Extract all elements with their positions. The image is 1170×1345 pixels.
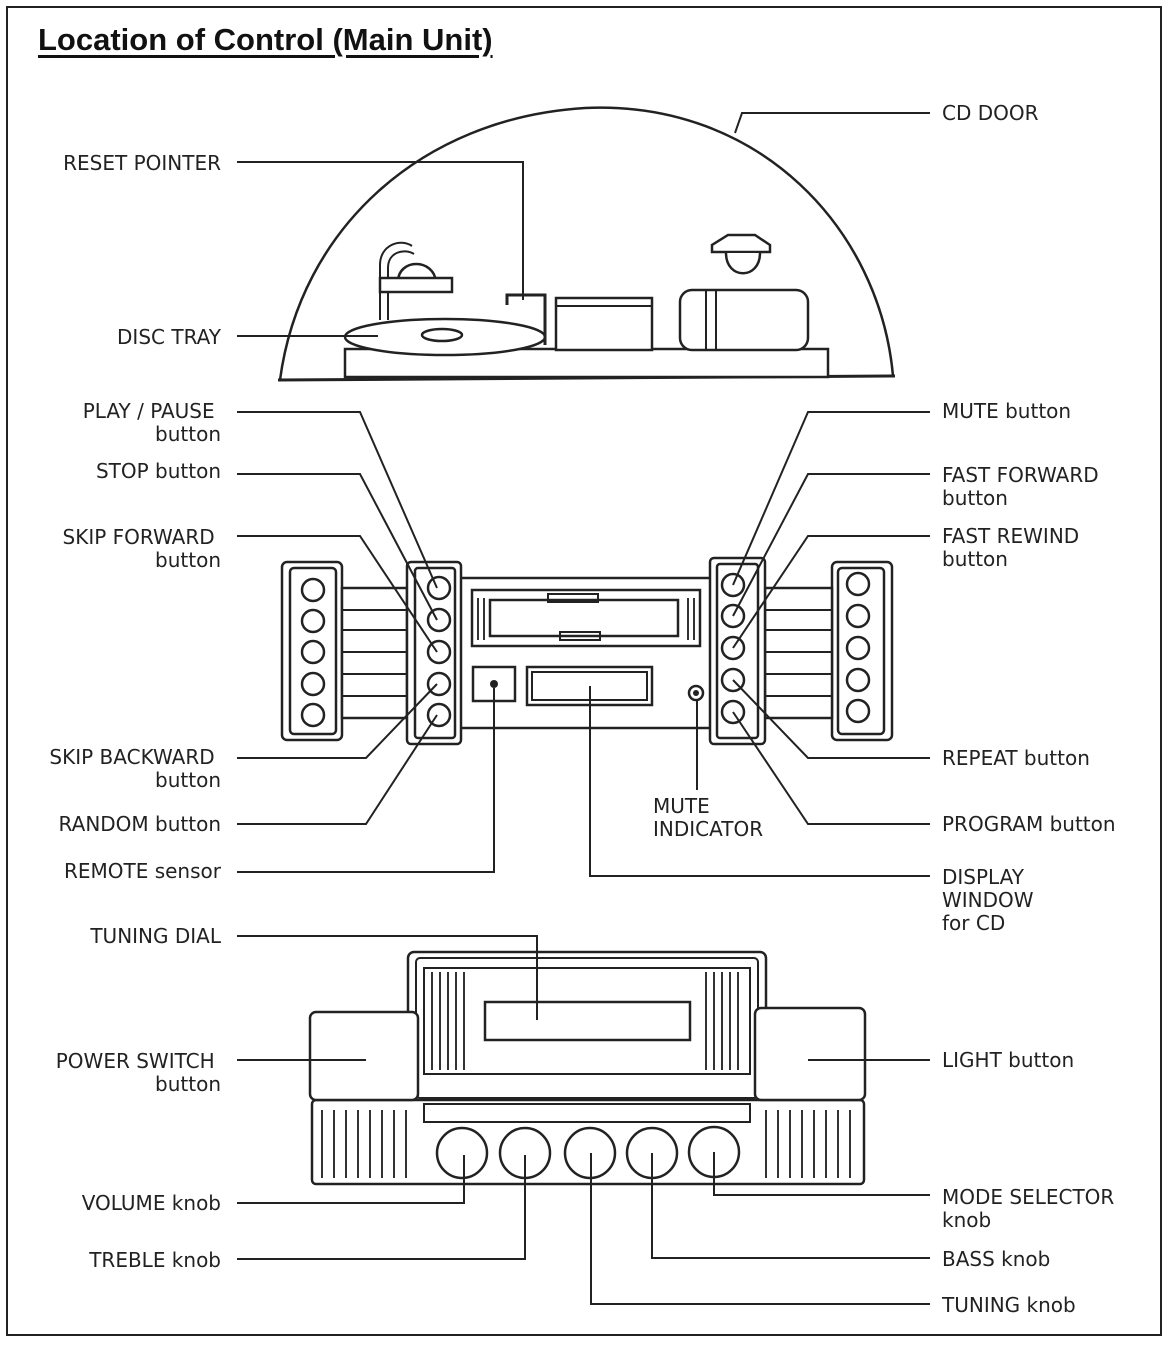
leader-lines (237, 112, 930, 1305)
label-repeat: REPEAT button (942, 746, 1090, 770)
label-mute-indicator: MUTE INDICATOR (653, 794, 763, 841)
cd-panel-right-side (763, 560, 894, 742)
label-volume: VOLUME knob (82, 1191, 221, 1215)
label-tuning-dial: TUNING DIAL (89, 924, 222, 948)
label-tuning-knob: TUNING knob (941, 1293, 1076, 1317)
volume-knob[interactable] (435, 1126, 489, 1180)
tuning-dial[interactable] (483, 1000, 692, 1042)
stop-button[interactable] (426, 607, 452, 633)
cd-panel-left-side (280, 560, 409, 742)
light-button[interactable] (753, 1006, 867, 1102)
label-power-switch: POWER SWITCH button (56, 1049, 221, 1096)
label-play-pause: PLAY / PAUSE button (83, 399, 221, 446)
label-bass: BASS knob (942, 1247, 1050, 1271)
pickup-arm (378, 241, 454, 320)
reset-pointer-part (505, 293, 547, 345)
label-fast-rewind: FAST REWIND button (942, 524, 1086, 571)
label-remote-sensor: REMOTE sensor (64, 859, 222, 883)
label-stop: STOP button (96, 459, 221, 483)
label-fast-forward: FAST FORWARD button (942, 463, 1105, 510)
label-skip-backward: SKIP BACKWARD button (49, 745, 221, 792)
label-treble: TREBLE knob (88, 1248, 221, 1272)
label-skip-forward: SKIP FORWARD button (63, 525, 221, 572)
skip-backward-button[interactable] (426, 671, 452, 697)
center-block (554, 296, 654, 352)
label-display-window: DISPLAY WINDOW for CD (942, 865, 1040, 935)
label-mode-selector: MODE SELECTOR knob (942, 1185, 1121, 1232)
disc-tray-base (343, 347, 830, 379)
page-title: Location of Control (Main Unit) (38, 22, 493, 57)
speaker-cylinder (678, 288, 810, 352)
cd-panel-center (456, 576, 715, 730)
label-light: LIGHT button (942, 1048, 1074, 1072)
label-cd-door: CD DOOR (942, 101, 1039, 125)
label-disc-tray: DISC TRAY (117, 325, 222, 349)
disc-tray-disc (343, 317, 547, 357)
label-mute-button: MUTE button (942, 399, 1071, 423)
label-program: PROGRAM button (942, 812, 1116, 836)
power-switch-button[interactable] (308, 1010, 420, 1102)
label-reset-pointer: RESET POINTER (63, 151, 221, 175)
play-pause-button[interactable] (426, 575, 452, 601)
lamp-part (710, 233, 772, 275)
diagram-frame (6, 6, 1162, 1336)
label-random: RANDOM button (59, 812, 221, 836)
